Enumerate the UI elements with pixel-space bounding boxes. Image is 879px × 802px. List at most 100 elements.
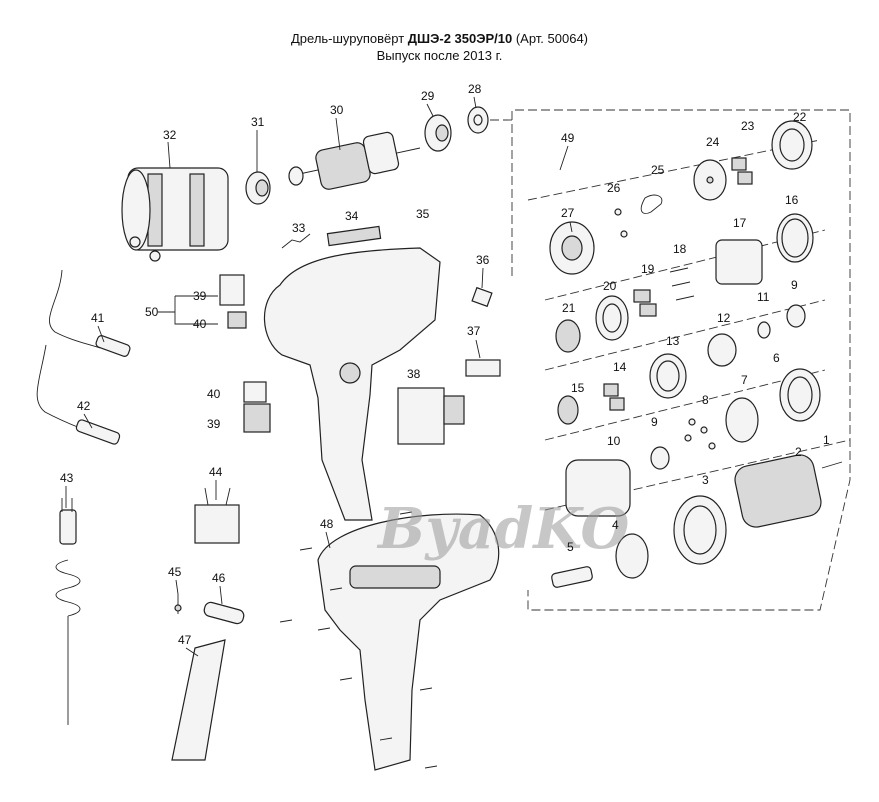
label-44: 44 [209,465,223,479]
label-49: 49 [561,131,575,145]
part-labels: 32 31 30 29 28 33 34 35 36 37 38 39 40 5… [60,82,830,647]
part-41-wire[interactable] [49,269,131,357]
label-35: 35 [416,207,430,221]
label-32: 32 [163,128,177,142]
label-42: 42 [77,399,91,413]
part-8-balls[interactable] [684,418,716,450]
part-2-chuck[interactable] [732,452,823,529]
label-10: 10 [607,434,621,448]
part-25-spring[interactable] [640,194,663,214]
part-9-bearing-upper[interactable] [786,304,806,328]
part-43-power-cord[interactable] [55,498,81,725]
label-9-lower: 9 [651,415,658,429]
part-24-washer[interactable] [693,159,727,201]
part-4-ring[interactable] [615,533,649,579]
part-46-cord-clamp[interactable] [203,601,245,625]
label-7: 7 [741,373,748,387]
part-16-o-ring[interactable] [776,213,814,263]
part-26-nut[interactable] [614,208,628,238]
label-17: 17 [733,216,747,230]
part-22-ring-gear[interactable] [771,120,813,170]
label-23: 23 [741,119,755,133]
label-14: 14 [613,360,627,374]
part-7-washer[interactable] [725,397,759,443]
housing-screws [279,511,438,769]
part-21-sun-gear-carrier[interactable] [555,319,581,353]
part-35-housing-half[interactable] [263,247,441,521]
label-41: 41 [91,311,105,325]
part-34-switch-slider[interactable] [326,225,382,247]
part-14-planet-gears[interactable] [603,383,625,411]
label-20: 20 [603,279,617,293]
label-46: 46 [212,571,226,585]
part-29-bearing[interactable] [424,114,452,152]
title-article: (Арт. 50064) [512,31,589,46]
label-39-lower: 39 [207,417,221,431]
label-22: 22 [793,110,807,124]
part-30-armature[interactable] [288,131,421,190]
part-23-gears[interactable] [731,157,753,185]
part-39-40-brush-holder-lower[interactable] [243,381,271,433]
label-4: 4 [612,518,619,532]
label-13: 13 [666,334,680,348]
part-20-ring[interactable] [595,295,629,341]
title-line-2: Выпуск после 2013 г. [376,48,503,63]
label-9-upper: 9 [791,278,798,292]
part-36-latch[interactable] [471,286,493,308]
label-11: 11 [757,290,770,304]
label-27: 27 [561,206,575,220]
part-13-ring-gear[interactable] [649,353,687,399]
part-33-spring-clip[interactable] [281,233,311,249]
watermark: ByadKO [376,496,629,562]
part-11-circlip[interactable] [757,321,771,339]
part-38-trigger-switch[interactable] [397,387,465,445]
label-39-upper: 39 [193,289,207,303]
part-3-torque-collar[interactable] [673,495,727,565]
assembly-guide-line [544,299,826,371]
housing-grip-vent [349,565,441,589]
part-18-screws[interactable] [669,267,695,301]
part-1-screw[interactable] [821,461,843,469]
label-29: 29 [421,89,435,103]
label-31: 31 [251,115,265,129]
label-50: 50 [145,305,159,319]
part-39-40-brush-holder-upper[interactable] [219,274,247,329]
part-9-bearing-lower[interactable] [650,446,670,470]
label-40-upper: 40 [193,317,207,331]
part-6-clutch-ring[interactable] [779,368,821,422]
part-28-washer[interactable] [467,106,489,134]
title-line-1: Дрель-шуруповёрт ДШЭ-2 350ЭР/10 (Арт. 50… [0,30,879,47]
label-34: 34 [345,209,359,223]
part-10-gearbox-front[interactable] [565,459,631,517]
assembly-guide-line [544,369,826,441]
label-45: 45 [168,565,182,579]
part-17-gear-housing[interactable] [715,239,763,285]
label-2: 2 [795,445,802,459]
leader-lines [65,96,573,657]
label-38: 38 [407,367,421,381]
part-44-capacitor[interactable] [194,487,240,544]
part-37-reverse-lever[interactable] [465,359,501,377]
label-43: 43 [60,471,74,485]
label-5: 5 [567,540,574,554]
part-12-shaft-carrier[interactable] [707,333,737,367]
part-47-cord-sleeve[interactable] [171,639,226,761]
part-19-planet-gears[interactable] [633,289,657,317]
label-24: 24 [706,135,720,149]
label-15: 15 [571,381,585,395]
label-25: 25 [651,163,665,177]
part-31-bearing[interactable] [245,171,271,205]
part-32-stator[interactable] [121,167,229,262]
label-16: 16 [785,193,799,207]
assembly-guide-line [527,139,821,201]
part-27-motor-flange[interactable] [549,221,595,275]
title-prefix: Дрель-шуруповёрт [290,31,408,46]
label-8: 8 [702,393,709,407]
label-37: 37 [467,324,481,338]
part-5-spindle[interactable] [551,566,593,588]
part-42-wire[interactable] [36,344,121,445]
part-15-carrier[interactable] [557,395,579,425]
part-45-screw[interactable] [174,594,182,614]
diagram-title: Дрель-шуруповёрт ДШЭ-2 350ЭР/10 (Арт. 50… [0,30,879,64]
